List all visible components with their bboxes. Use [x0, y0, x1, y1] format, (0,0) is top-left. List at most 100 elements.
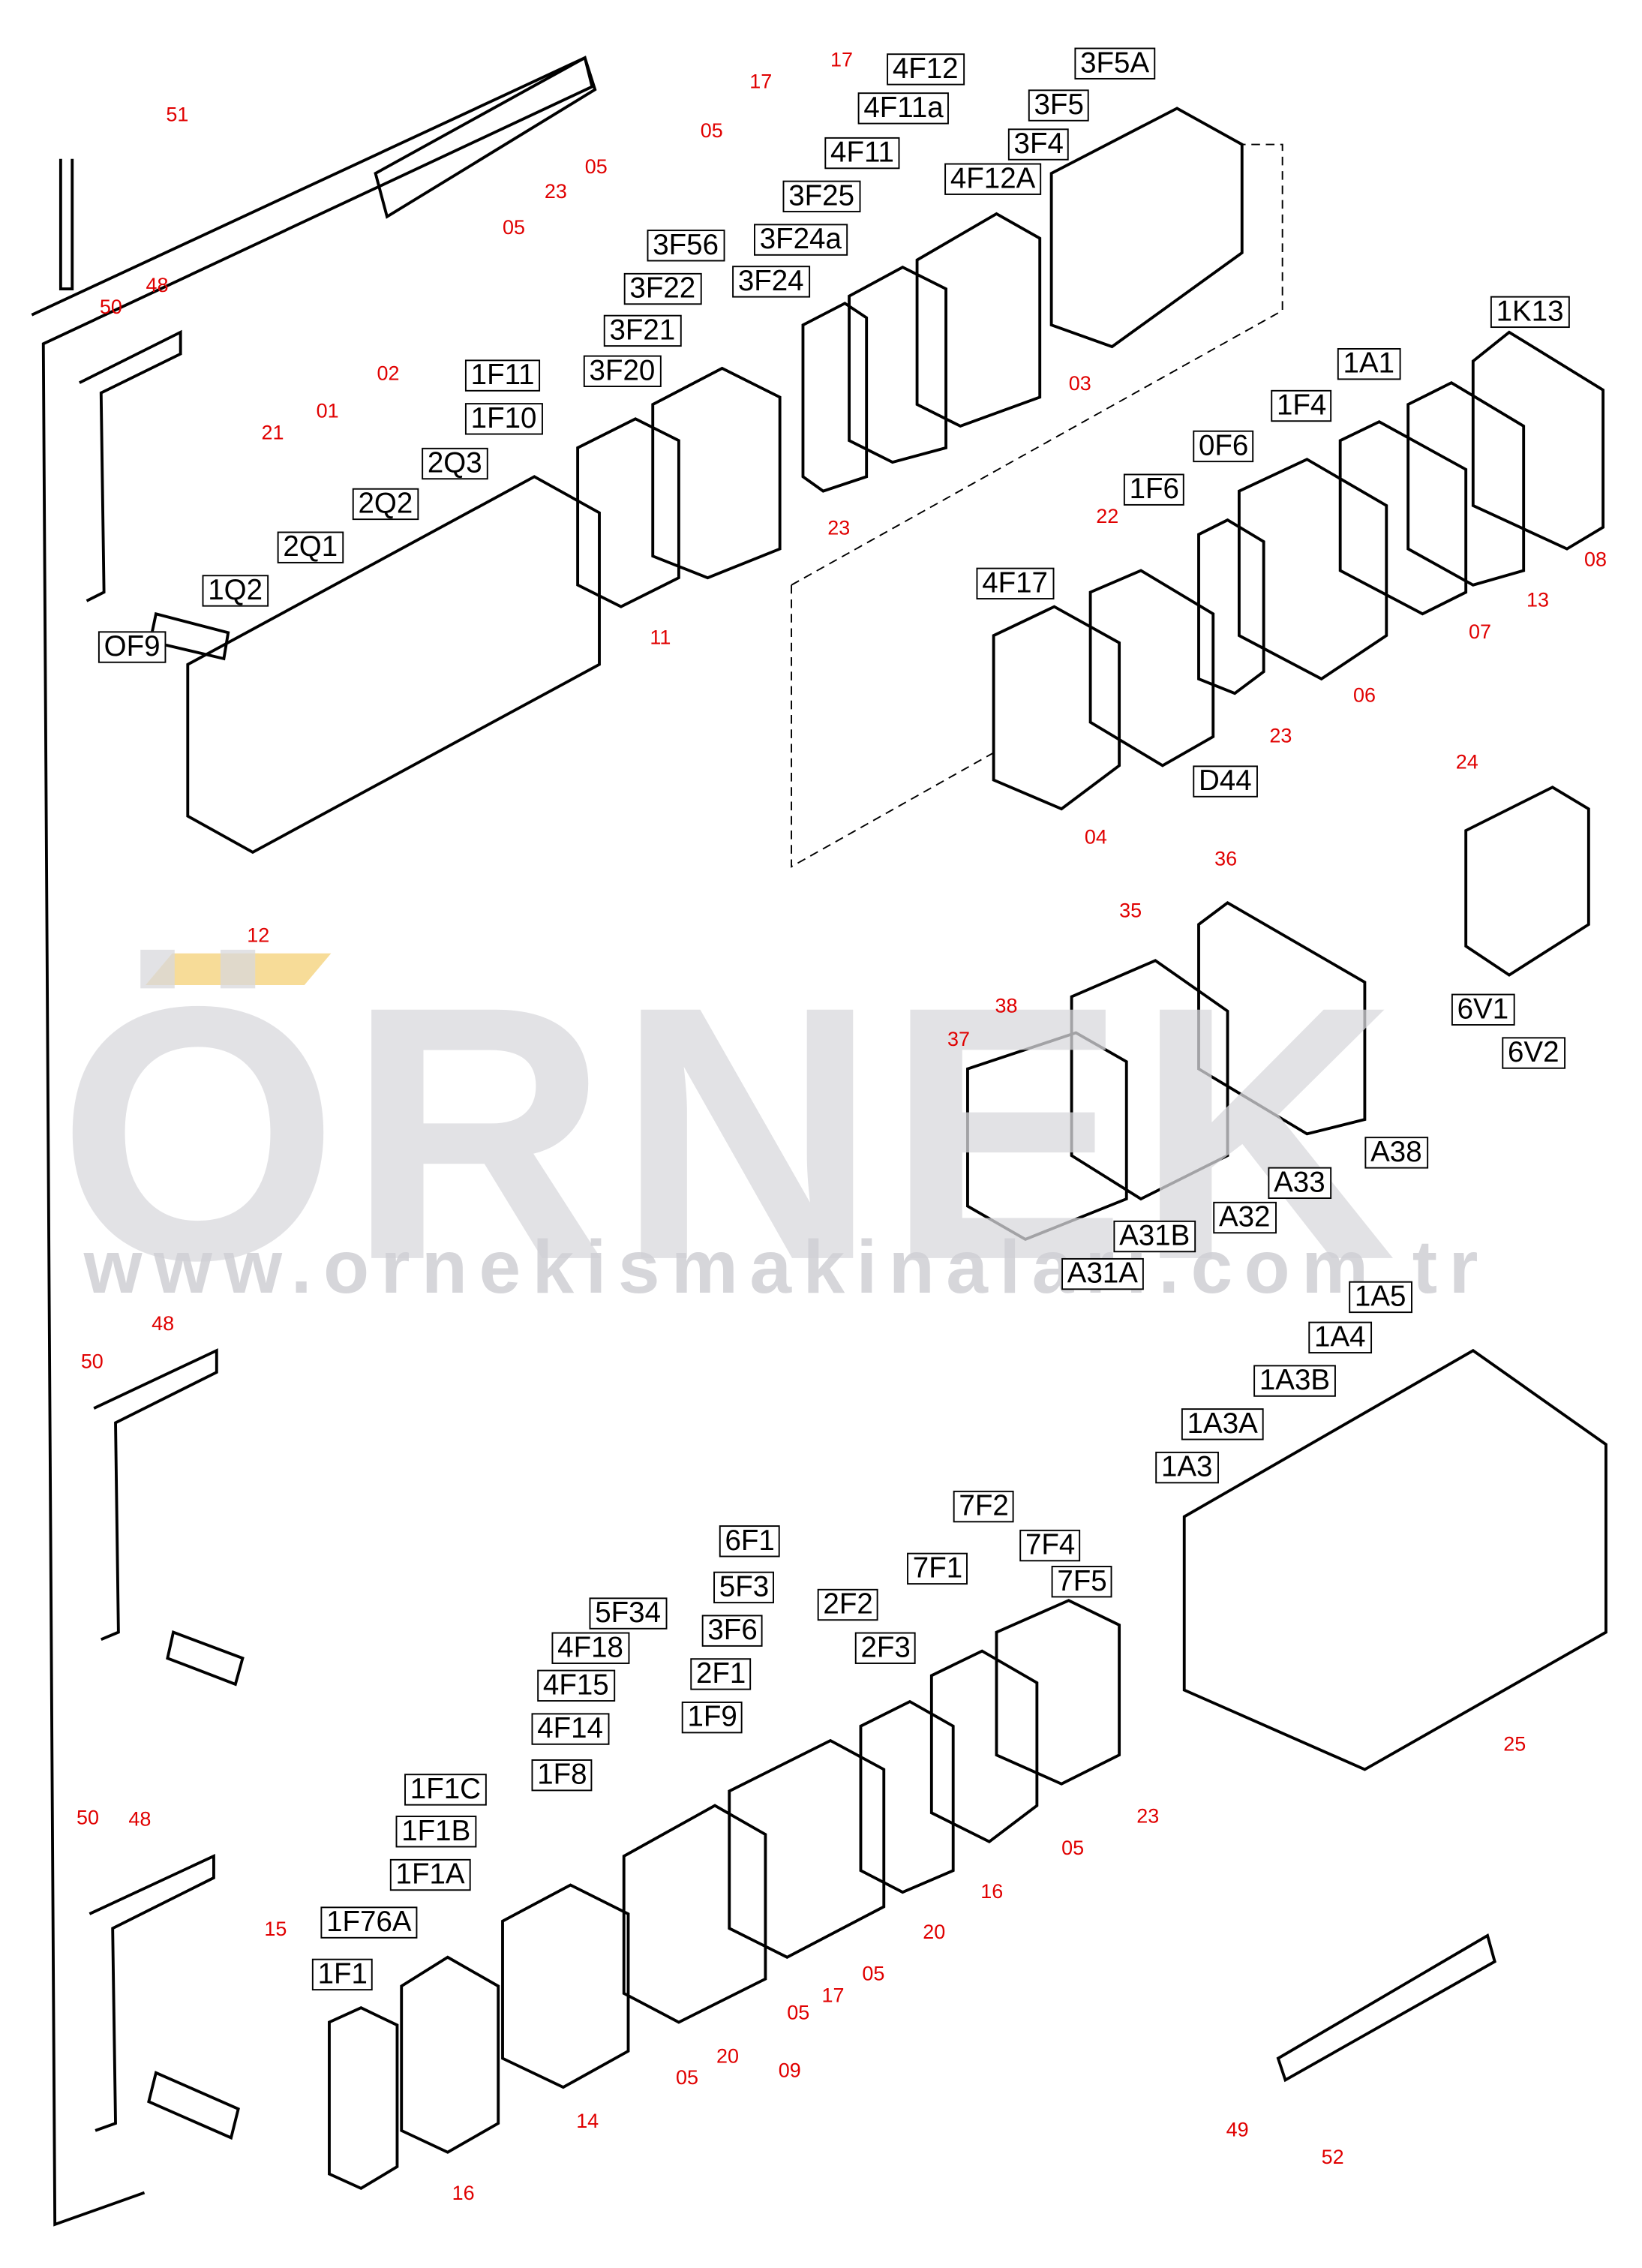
module-37: [966, 1031, 1128, 1242]
breaker-2f1: [728, 1738, 886, 1959]
callout-number: 06: [1353, 683, 1376, 707]
part-label: 1F10: [464, 403, 543, 435]
din-rail-top: [79, 329, 182, 602]
callout-number: 23: [1136, 1804, 1160, 1828]
module-36: [1197, 901, 1367, 1136]
breaker-7f1: [929, 1649, 1039, 1844]
part-label: 5F3: [713, 1571, 775, 1604]
part-label: 1A3: [1155, 1451, 1219, 1484]
part-label: 7F2: [953, 1490, 1015, 1523]
part-label: 6V1: [1451, 993, 1514, 1026]
part-label: A31A: [1061, 1257, 1144, 1290]
breaker-3f24: [801, 302, 869, 493]
callout-number: 49: [1226, 2117, 1249, 2141]
part-label: 2F3: [854, 1632, 917, 1664]
breaker-1f1: [328, 2006, 399, 2191]
part-label: 3F24a: [754, 224, 848, 256]
callout-number: 16: [980, 1879, 1004, 1903]
callout-number: 50: [77, 1805, 100, 1829]
breaker-4f11: [915, 212, 1042, 428]
callout-number: 20: [923, 1919, 946, 1943]
callout-number: 17: [821, 1983, 845, 2007]
watermark-url: www.ornekismakinalari.com.tr: [83, 1226, 1490, 1311]
din-rail-bottom: [89, 1853, 215, 2132]
part-label: 7F1: [907, 1552, 968, 1585]
callout-number: 21: [261, 420, 284, 444]
callout-number: 23: [1269, 723, 1292, 747]
cable-duct: [1276, 1933, 1496, 2083]
breaker-7f4: [995, 1599, 1121, 1786]
part-label: 4F17: [976, 567, 1054, 599]
breaker-1f8: [622, 1804, 767, 2024]
watermark-brand: ÖRNEK: [58, 931, 1406, 1335]
callout-number: 37: [947, 1026, 970, 1050]
mounting-panel: [31, 56, 594, 2227]
part-label: 3F24: [732, 266, 810, 298]
bolt: [166, 1630, 245, 1687]
part-label: 1A1: [1337, 347, 1400, 380]
module-d44: [1088, 569, 1215, 768]
module-24: [1464, 786, 1590, 977]
callout-number: 08: [1584, 547, 1607, 571]
part-label: 1F1: [311, 1958, 374, 1991]
callout-number: 14: [576, 2108, 599, 2132]
callout-number: 16: [452, 2181, 475, 2205]
breaker-0f6: [1237, 458, 1388, 681]
din-rail-51: [59, 158, 74, 290]
part-label: 4F11a: [857, 92, 950, 125]
part-label: 3F4: [1007, 128, 1070, 161]
callout-number: 23: [544, 179, 567, 203]
callout-number: 24: [1455, 749, 1478, 774]
part-label: 1F11: [464, 359, 541, 392]
callout-number: 38: [995, 993, 1018, 1017]
part-label: 7F5: [1051, 1566, 1113, 1598]
callout-number: 22: [1096, 503, 1119, 527]
breaker-1f1a: [501, 1883, 630, 2089]
callout-number: 02: [377, 361, 400, 385]
part-label: 3F5: [1028, 89, 1090, 122]
relay-1a1: [1406, 381, 1526, 587]
part-label: A31B: [1113, 1220, 1196, 1253]
callout-number: 12: [247, 923, 270, 947]
callout-number: 01: [316, 398, 339, 422]
part-label: 1A3B: [1253, 1365, 1336, 1397]
callout-number: 48: [128, 1807, 152, 1831]
part-label: 3F21: [603, 314, 681, 347]
relay-1k13: [1471, 330, 1605, 551]
part-label: 1F8: [531, 1759, 593, 1792]
callout-number: 05: [700, 118, 723, 142]
part-label: 1A3A: [1181, 1408, 1264, 1440]
part-label: 4F15: [537, 1669, 615, 1702]
callout-number: 17: [749, 69, 773, 93]
main-breaker-block: [186, 475, 601, 855]
callout-number: 15: [264, 1916, 287, 1940]
part-label: D44: [1193, 765, 1258, 798]
part-label: 6F1: [719, 1525, 781, 1558]
part-label: 3F5A: [1074, 47, 1155, 80]
breaker-3f5: [1049, 107, 1244, 349]
part-label: 0F6: [1193, 430, 1255, 463]
breaker-3f20: [651, 366, 782, 580]
part-label: 1F1B: [395, 1816, 476, 1848]
callout-number: 52: [1321, 2145, 1344, 2168]
part-label: A32: [1213, 1201, 1277, 1234]
breaker-1f76a: [400, 1955, 500, 2154]
breaker-1f11: [576, 417, 680, 608]
part-label: 1F76A: [320, 1906, 418, 1939]
callout-number: 25: [1503, 1732, 1526, 1756]
part-label: 1Q2: [202, 575, 269, 607]
callout-number: 48: [152, 1311, 175, 1335]
callout-number: 05: [676, 2065, 699, 2089]
callout-number: 17: [830, 47, 854, 71]
part-label: 4F18: [551, 1632, 629, 1664]
part-label: A33: [1268, 1167, 1331, 1199]
callout-number: 09: [778, 2058, 801, 2082]
callout-number: 05: [1061, 1836, 1085, 1859]
terminal-strip: [374, 56, 597, 219]
callout-number: 48: [146, 272, 169, 296]
part-label: 6V2: [1502, 1037, 1565, 1069]
callout-number: 35: [1119, 898, 1142, 922]
callout-number: 03: [1068, 371, 1091, 395]
part-label: 7F4: [1019, 1529, 1082, 1562]
breaker-2f3: [859, 1699, 955, 1894]
